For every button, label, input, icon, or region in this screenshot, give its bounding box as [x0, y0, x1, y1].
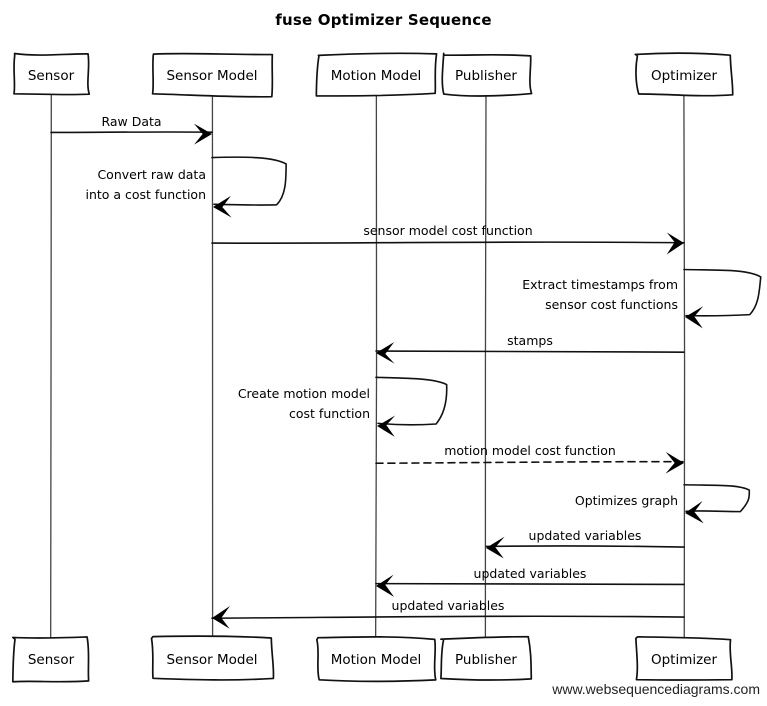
message-label: updated variables [529, 528, 642, 543]
self-message-arrowhead [685, 501, 704, 524]
self-message-label-line: Optimizes graph [575, 493, 678, 508]
message-arrow-9[interactable]: updated variables [375, 566, 685, 597]
message-arrowhead [376, 574, 395, 597]
participant-bottom-motion_model[interactable]: Motion Model [315, 636, 437, 683]
participant-bottom-sensor[interactable]: Sensor [11, 636, 90, 683]
top-participant-boxes: Sensor Sensor Model Motion Model Publisher O… [13, 52, 734, 98]
participant-top-publisher[interactable]: Publisher [441, 52, 533, 97]
message-arrow-10[interactable]: updated variables [211, 598, 685, 629]
participant-top-optimizer[interactable]: Optimizer [634, 52, 734, 97]
participant-box-shape [634, 52, 734, 97]
message-line [485, 545, 685, 548]
message-line [211, 615, 685, 619]
message-arrowhead [486, 536, 505, 559]
message-arrowhead [665, 451, 684, 474]
lifeline-sensor [49, 94, 53, 639]
participant-box-shape [150, 635, 275, 681]
message-arrow-8[interactable]: updated variables [485, 528, 685, 559]
self-message-3[interactable]: Extract timestamps from sensor cost funct… [522, 268, 762, 329]
participant-label: Optimizer [651, 68, 718, 84]
participant-top-sensor_model[interactable]: Sensor Model [151, 52, 274, 98]
message-arrowhead [193, 123, 212, 145]
participant-bottom-publisher[interactable]: Publisher [440, 635, 533, 681]
self-message-1[interactable]: Convert raw data into a cost function [85, 156, 287, 218]
participant-box-shape [13, 52, 91, 96]
self-message-label-line: Create motion model [238, 386, 370, 401]
self-message-arrowhead [213, 195, 232, 218]
participant-label: Sensor [28, 652, 75, 668]
message-line [375, 460, 685, 465]
participant-bottom-sensor_model[interactable]: Sensor Model [150, 635, 275, 681]
message-arrow-6[interactable]: motion model cost function [375, 443, 685, 474]
self-message-arrowhead [685, 306, 704, 329]
participant-box-shape [151, 52, 274, 98]
participant-label: Motion Model [331, 68, 422, 84]
message-arrowhead [212, 606, 230, 629]
self-message-label-line: sensor cost functions [545, 297, 678, 312]
lifeline-motion_model [374, 94, 378, 639]
self-message-arrowhead [377, 415, 396, 437]
message-arrowhead [376, 342, 395, 364]
participant-box-shape [441, 52, 533, 97]
message-arrowhead [666, 232, 684, 255]
lifeline-publisher [484, 94, 487, 639]
message-arrow-2[interactable]: sensor model cost function [211, 223, 685, 255]
message-label: Raw Data [101, 114, 161, 129]
lifelines-group [49, 94, 686, 639]
self-message-label-line: cost function [289, 406, 370, 421]
self-message-loop [211, 156, 287, 206]
participant-label: Optimizer [651, 652, 718, 668]
participant-bottom-optimizer[interactable]: Optimizer [635, 635, 733, 681]
message-line [211, 241, 685, 244]
participant-box-shape [315, 52, 438, 97]
participant-label: Motion Model [331, 652, 422, 668]
message-label: updated variables [474, 566, 587, 581]
participant-label: Publisher [455, 68, 517, 84]
participant-box-shape [11, 636, 90, 683]
message-arrow-0[interactable]: Raw Data [50, 114, 213, 145]
participant-label: Publisher [455, 652, 517, 668]
message-label: stamps [507, 333, 553, 348]
participant-label: Sensor Model [166, 652, 257, 668]
message-line [375, 582, 685, 586]
bottom-participant-boxes: Sensor Sensor Model Motion Model Publisher O… [11, 635, 733, 683]
participant-box-shape [440, 635, 533, 681]
self-message-loop [683, 268, 762, 317]
participant-box-shape [635, 635, 733, 681]
participant-top-sensor[interactable]: Sensor [13, 52, 91, 96]
self-message-loop [683, 483, 751, 513]
message-label: sensor model cost function [363, 223, 532, 238]
participant-label: Sensor [28, 68, 75, 84]
self-message-label-line: Convert raw data [97, 167, 206, 182]
page-title: fuse Optimizer Sequence [275, 11, 492, 29]
self-message-label-line: into a cost function [85, 187, 206, 202]
participant-box-shape [315, 636, 437, 683]
participant-top-motion_model[interactable]: Motion Model [315, 52, 438, 97]
message-arrow-4[interactable]: stamps [375, 333, 685, 364]
footer-attribution: www.websequencediagrams.com [551, 681, 760, 697]
message-line [375, 350, 685, 353]
lifeline-optimizer [683, 94, 686, 639]
self-message-7[interactable]: Optimizes graph [575, 483, 751, 524]
self-message-5[interactable]: Create motion model cost function [238, 376, 448, 437]
self-message-loop [375, 376, 448, 426]
self-message-label-line: Extract timestamps from [522, 277, 678, 292]
participant-label: Sensor Model [166, 68, 257, 84]
message-label: updated variables [392, 598, 505, 613]
message-label: motion model cost function [444, 443, 616, 458]
